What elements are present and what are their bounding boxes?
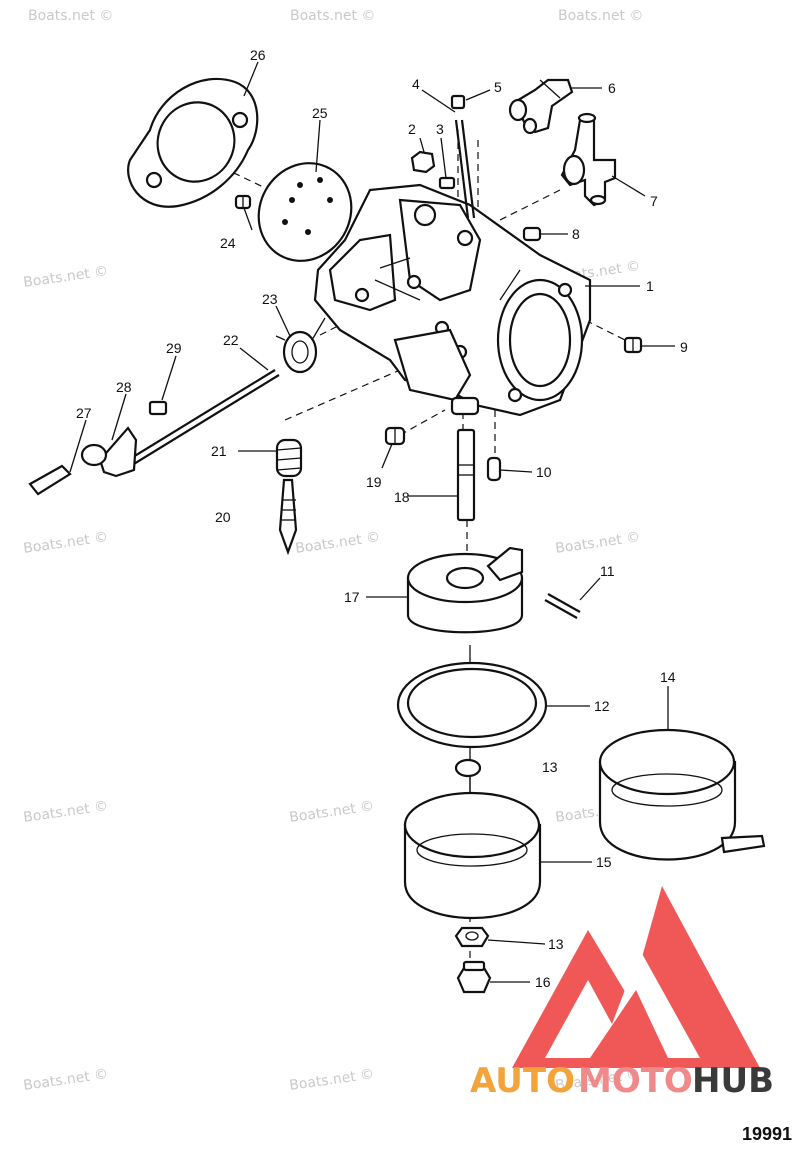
callout-3: 3 (436, 121, 444, 137)
callout-26: 26 (250, 47, 266, 63)
callout-4: 4 (412, 76, 420, 92)
elbow-fitting (508, 78, 574, 135)
carburetor-body (313, 183, 592, 417)
idle-spring (275, 438, 303, 478)
leader-lines (69, 61, 675, 983)
logo-word-auto: AUTO (470, 1061, 575, 1101)
callout-1: 1 (646, 278, 654, 294)
callout-17: 17 (344, 589, 360, 605)
callout-7: 7 (650, 193, 658, 209)
callout-13a: 13 (542, 759, 558, 775)
callout-8: 8 (572, 226, 580, 242)
callout-13b: 13 (548, 936, 564, 952)
bowl-nut (454, 926, 490, 948)
float-bowl (403, 791, 542, 920)
callout-15: 15 (596, 854, 612, 870)
gasket-plate (257, 162, 353, 262)
watermark: Boats.net © (288, 798, 375, 826)
float-bowl-alternate (598, 728, 766, 861)
callout-21: 21 (211, 443, 227, 459)
callout-2: 2 (408, 121, 416, 137)
watermark: Boats.net © (554, 529, 641, 557)
drain-nut (456, 960, 492, 994)
screw-part-8 (522, 226, 542, 242)
throttle-shaft (28, 369, 280, 496)
watermark: Boats.net © (294, 529, 381, 557)
callout-6: 6 (608, 80, 616, 96)
callout-12: 12 (594, 698, 610, 714)
callout-10: 10 (536, 464, 552, 480)
callout-28: 28 (116, 379, 132, 395)
watermark: Boats.net © (22, 1066, 109, 1094)
idle-needle (278, 478, 298, 556)
automotohub-logo: AUTO MOTO HUB (470, 886, 774, 1101)
float (406, 546, 524, 634)
gasket-flange (127, 77, 259, 208)
screw-part-9 (623, 336, 643, 354)
plug-part-10 (486, 456, 502, 482)
drawing-number: 19991 (742, 1124, 792, 1144)
torsion-spring (275, 317, 326, 374)
callout-29: 29 (166, 340, 182, 356)
logo-word-moto: MOTO (578, 1061, 693, 1101)
callout-24: 24 (220, 235, 236, 251)
callout-20: 20 (215, 509, 231, 525)
callout-5: 5 (494, 79, 502, 95)
callout-23: 23 (262, 291, 278, 307)
watermark: Boats.net © (290, 8, 375, 24)
callout-9: 9 (680, 339, 688, 355)
top-fittings (410, 94, 476, 219)
watermark: Boats.net © (22, 798, 109, 826)
callout-11: 11 (600, 563, 615, 579)
main-jet (456, 428, 476, 522)
callout-25: 25 (312, 105, 328, 121)
logo-word-hub: HUB (692, 1061, 774, 1101)
float-pin (544, 593, 581, 619)
callout-22: 22 (223, 332, 239, 348)
callout-19: 19 (366, 474, 382, 490)
watermark: Boats.net © (288, 1066, 375, 1094)
screw-part-24 (234, 194, 252, 210)
washer (454, 758, 482, 778)
screw-part-19 (384, 426, 406, 446)
callout-labels: 1 2 3 4 5 6 7 8 9 10 11 12 13 13 14 15 1… (76, 47, 688, 990)
logo-mark-icon (512, 886, 760, 1068)
watermark: Boats.net © (22, 263, 109, 291)
callout-14: 14 (660, 669, 676, 685)
watermark: Boats.net © (558, 8, 643, 24)
watermark: Boats.net © (28, 8, 113, 24)
bowl-gasket (396, 661, 548, 749)
watermark: Boats.net © (22, 529, 109, 557)
callout-18: 18 (394, 489, 410, 505)
tee-fitting (560, 112, 617, 207)
callout-16: 16 (535, 974, 551, 990)
callout-27: 27 (76, 405, 92, 421)
